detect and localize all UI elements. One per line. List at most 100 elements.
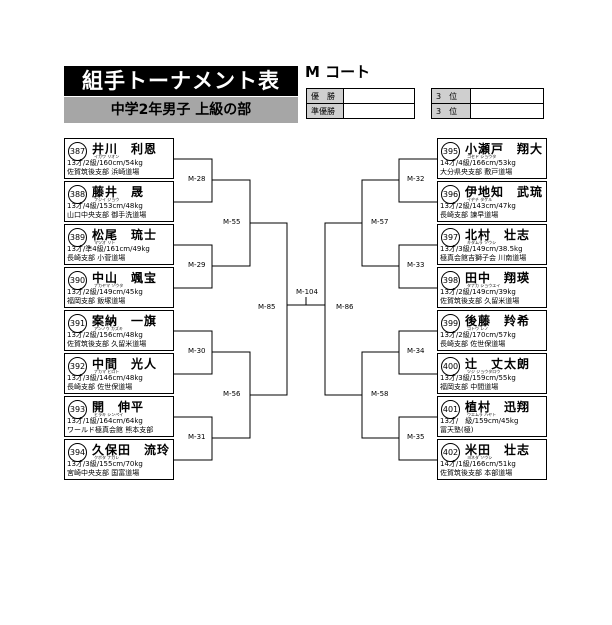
player-name: 案納 一旗 [92, 314, 158, 328]
third-place-field-b [470, 103, 544, 119]
match-label: M-29 [187, 261, 207, 270]
page-subtitle: 中学2年男子 上級の部 [64, 97, 298, 123]
player-number: 390 [68, 271, 87, 290]
player-number: 396 [441, 185, 460, 204]
match-label: M-58 [370, 390, 390, 399]
player-name: 米田 壮志 [465, 443, 531, 457]
player-kana: ツジ ジョウタロウ [467, 369, 501, 374]
player-kana: タナカ ショウエイ [467, 283, 501, 288]
player-name: 松尾 琉士 [92, 228, 158, 242]
player-number: 400 [441, 357, 460, 376]
player-name: 小瀬戸 翔大 [465, 142, 544, 156]
player-kana: フジイ ジョウ [94, 197, 120, 202]
player-number: 393 [68, 400, 87, 419]
player-name: 伊地知 武琉 [465, 185, 544, 199]
match-label: M-57 [370, 218, 390, 227]
runner-up-label: 準優勝 [306, 103, 344, 119]
page-title: 組手トーナメント表 [64, 66, 298, 96]
player-name: 中間 光人 [92, 357, 158, 371]
match-label: M-104 [295, 288, 319, 297]
third-place-label-b: 3 位 [431, 103, 471, 119]
player-name: 北村 壮志 [465, 228, 531, 242]
player-number: 397 [441, 228, 460, 247]
match-label: M-31 [187, 433, 207, 442]
winner-label: 優 勝 [306, 88, 344, 104]
match-label: M-56 [222, 390, 242, 399]
player-name: 後藤 羚希 [465, 314, 531, 328]
player-kana: ナカマ ヒロト [94, 369, 120, 374]
player-name: 藤井 晟 [92, 185, 145, 199]
player-name: 植村 迅翔 [465, 400, 531, 414]
player-number: 402 [441, 443, 460, 462]
player-number: 398 [441, 271, 460, 290]
player-number: 394 [68, 443, 87, 462]
player-kana: クボタ ナガレ [94, 455, 120, 460]
player-name: 辻 丈太朗 [465, 357, 531, 371]
player-number: 399 [441, 314, 460, 333]
match-label: M-35 [406, 433, 426, 442]
match-label: M-85 [257, 303, 277, 312]
player-kana: イガワ リオン [94, 154, 120, 159]
player-kana: アンノウ カズキ [94, 326, 123, 331]
match-label: M-28 [187, 175, 207, 184]
player-kana: ヨネダ ソウシ [467, 455, 493, 460]
player-number: 392 [68, 357, 87, 376]
player-number: 389 [68, 228, 87, 247]
player-kana: イヂチ タケル [467, 197, 493, 202]
player-number: 391 [68, 314, 87, 333]
match-label: M-34 [406, 347, 426, 356]
player-number: 387 [68, 142, 87, 161]
player-kana: マツオ リト [94, 240, 116, 245]
court-label: M コート [305, 63, 371, 81]
player-number: 388 [68, 185, 87, 204]
results-table-right: 3 位 3 位 [431, 88, 544, 119]
match-label: M-33 [406, 261, 426, 270]
player-kana: ウエムラ ハヤト [467, 412, 497, 417]
player-kana: ヒラキ シンペイ [94, 412, 124, 417]
match-label: M-30 [187, 347, 207, 356]
match-label: M-32 [406, 175, 426, 184]
match-label: M-55 [222, 218, 242, 227]
player-kana: ナカヤマ ソウタ [94, 283, 124, 288]
player-name: 田中 翔瑛 [465, 271, 531, 285]
player-number: 395 [441, 142, 460, 161]
player-kana: ゴトウ レノ [467, 326, 489, 331]
player-name: 中山 颯宝 [92, 271, 158, 285]
player-kana: キタムラ ソウシ [467, 240, 497, 245]
player-name: 開 伸平 [92, 400, 145, 414]
player-name: 井川 利恩 [92, 142, 158, 156]
match-label: M-86 [335, 303, 355, 312]
player-number: 401 [441, 400, 460, 419]
